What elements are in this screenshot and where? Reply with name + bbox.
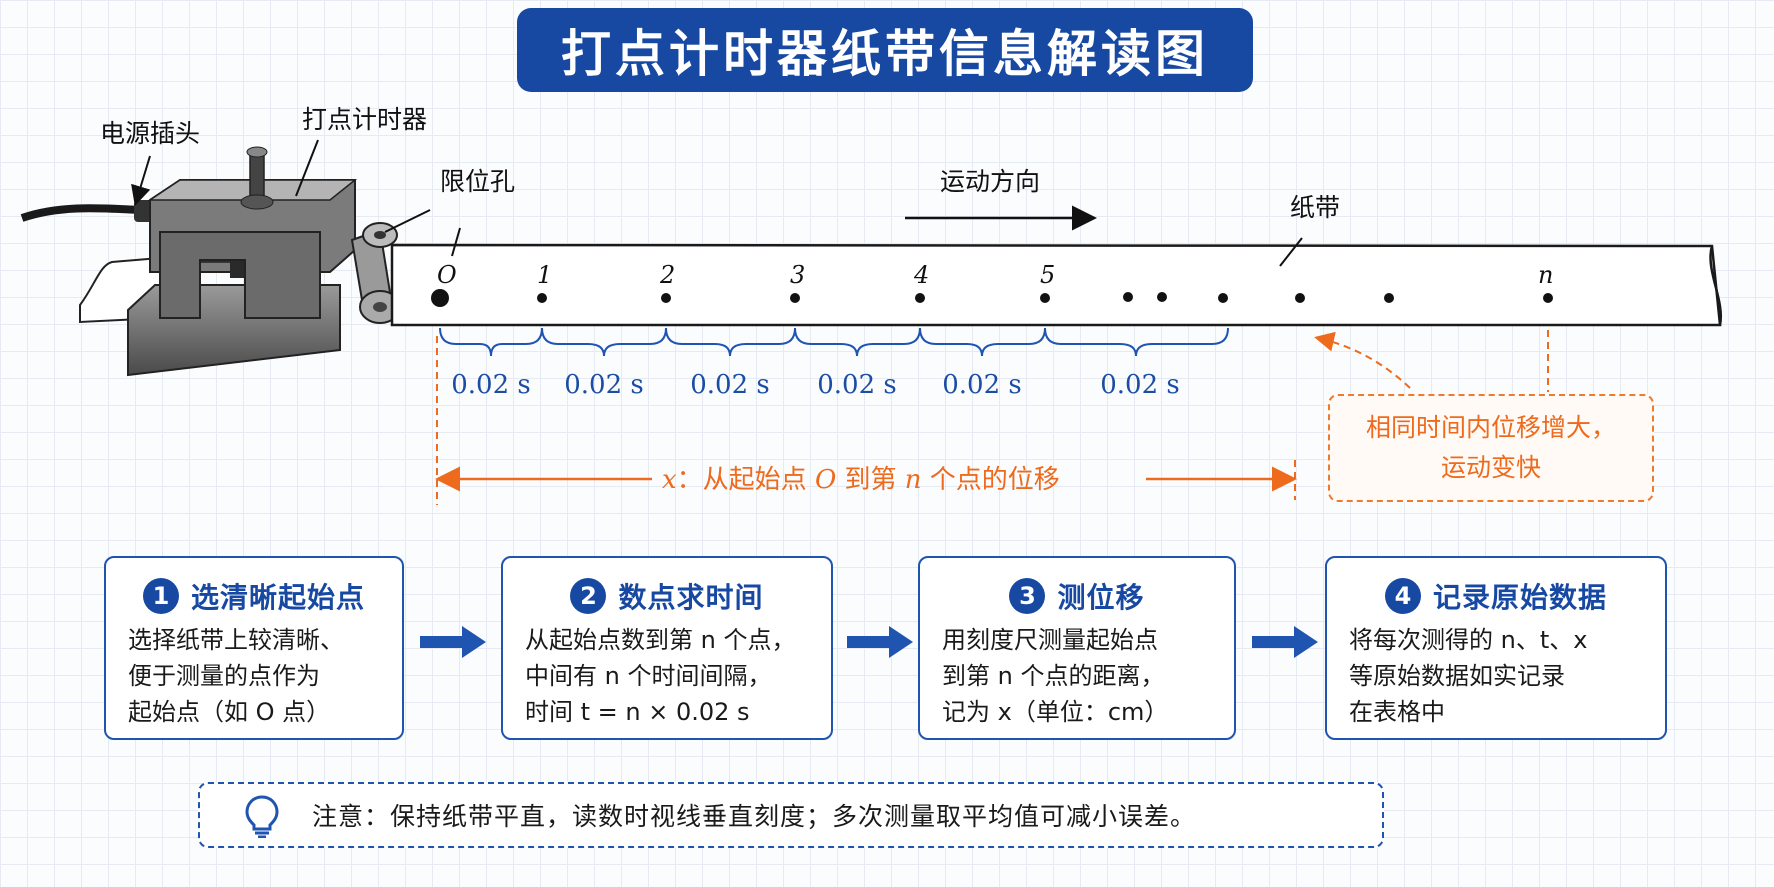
interval-braces xyxy=(439,327,1229,357)
step-line: 中间有 n 个时间间隔， xyxy=(525,662,772,690)
step-line: 起始点（如 O 点） xyxy=(128,698,331,726)
displacement-label: x：从起始点 O 到第 n 个点的位移 xyxy=(662,465,1060,495)
tape-dot-n xyxy=(1543,293,1553,303)
paper-tape xyxy=(390,243,1722,327)
point-label-4: 4 xyxy=(913,261,929,289)
step-card-4: 4 记录原始数据 将每次测得的 n、t、x 等原始数据如实记录 在表格中 xyxy=(1325,556,1667,740)
observation-callout: 相同时间内位移增大， 运动变快 xyxy=(1328,394,1654,502)
tape-dot xyxy=(1218,293,1228,303)
step-line: 时间 t = n × 0.02 s xyxy=(525,698,750,726)
limit-hole-label: 限位孔 xyxy=(440,167,515,196)
tape-dot xyxy=(1157,292,1167,302)
observation-line-2: 运动变快 xyxy=(1440,453,1541,482)
note-box: 注意：保持纸带平直，读数时视线垂直刻度；多次测量取平均值可减小误差。 xyxy=(198,782,1384,848)
step-number-3: 3 xyxy=(1009,578,1046,614)
step-line: 便于测量的点作为 xyxy=(128,662,320,690)
tape-dot xyxy=(661,293,671,303)
tape-label: 纸带 xyxy=(1290,193,1340,222)
interval-label: 0.02 s xyxy=(942,370,1022,400)
right-arrow-icon xyxy=(847,626,913,658)
timer-label: 打点计时器 xyxy=(302,105,427,134)
interval-label: 0.02 s xyxy=(690,370,770,400)
interval-label: 0.02 s xyxy=(451,370,531,400)
tape-dot xyxy=(1040,293,1050,303)
lightbulb-icon xyxy=(245,795,279,838)
page-title: 打点计时器纸带信息解读图 xyxy=(517,8,1253,92)
tape-dot xyxy=(1123,292,1133,302)
point-label-2: 2 xyxy=(659,261,675,289)
tape-dot xyxy=(1384,293,1394,303)
point-label-o: O xyxy=(437,261,457,289)
step-number-1: 1 xyxy=(142,578,179,614)
note-text: 注意：保持纸带平直，读数时视线垂直刻度；多次测量取平均值可减小误差。 xyxy=(312,802,1197,831)
step-number-2: 2 xyxy=(570,578,607,614)
direction-label: 运动方向 xyxy=(940,167,1040,196)
tape-dot-origin xyxy=(431,289,449,307)
right-arrow-icon xyxy=(1252,626,1318,658)
power-plug-label: 电源插头 xyxy=(100,119,200,148)
step-line: 记为 x（单位：cm） xyxy=(942,698,1169,726)
step-title-3: 测位移 xyxy=(1057,581,1145,614)
step-line: 从起始点数到第 n 个点， xyxy=(525,626,796,654)
point-label-3: 3 xyxy=(790,261,805,289)
step-card-3: 3 测位移 用刻度尺测量起始点 到第 n 个点的距离， 记为 x（单位：cm） xyxy=(918,556,1236,740)
point-label-n: n xyxy=(1538,261,1553,289)
power-cord xyxy=(20,204,141,222)
step-card-2: 2 数点求时间 从起始点数到第 n 个点， 中间有 n 个时间间隔， 时间 t … xyxy=(501,556,833,740)
step-title-4: 记录原始数据 xyxy=(1432,581,1607,614)
tape-dot xyxy=(790,293,800,303)
interval-label: 0.02 s xyxy=(1100,370,1180,400)
point-label-5: 5 xyxy=(1040,261,1055,289)
step-line: 等原始数据如实记录 xyxy=(1349,662,1565,690)
tape-dot xyxy=(537,293,547,303)
step-line: 到第 n 个点的距离， xyxy=(942,662,1165,690)
step-title-2: 数点求时间 xyxy=(618,581,764,614)
observation-line-1: 相同时间内位移增大， xyxy=(1365,413,1616,442)
step-line: 用刻度尺测量起始点 xyxy=(942,626,1158,654)
step-title-1: 选清晰起始点 xyxy=(190,581,365,614)
step-number-4: 4 xyxy=(1384,578,1421,614)
step-line: 将每次测得的 n、t、x xyxy=(1349,626,1588,654)
interval-label: 0.02 s xyxy=(817,370,897,400)
point-label-1: 1 xyxy=(537,261,552,289)
timer-knob xyxy=(249,151,265,201)
right-arrow-icon xyxy=(420,626,486,658)
step-card-1: 1 选清晰起始点 选择纸带上较清晰、 便于测量的点作为 起始点（如 O 点） xyxy=(104,556,404,740)
tape-dot xyxy=(915,293,925,303)
tape-dot xyxy=(1295,293,1305,303)
step-line: 在表格中 xyxy=(1349,698,1445,726)
step-line: 选择纸带上较清晰、 xyxy=(128,626,344,654)
interval-label: 0.02 s xyxy=(564,370,644,400)
